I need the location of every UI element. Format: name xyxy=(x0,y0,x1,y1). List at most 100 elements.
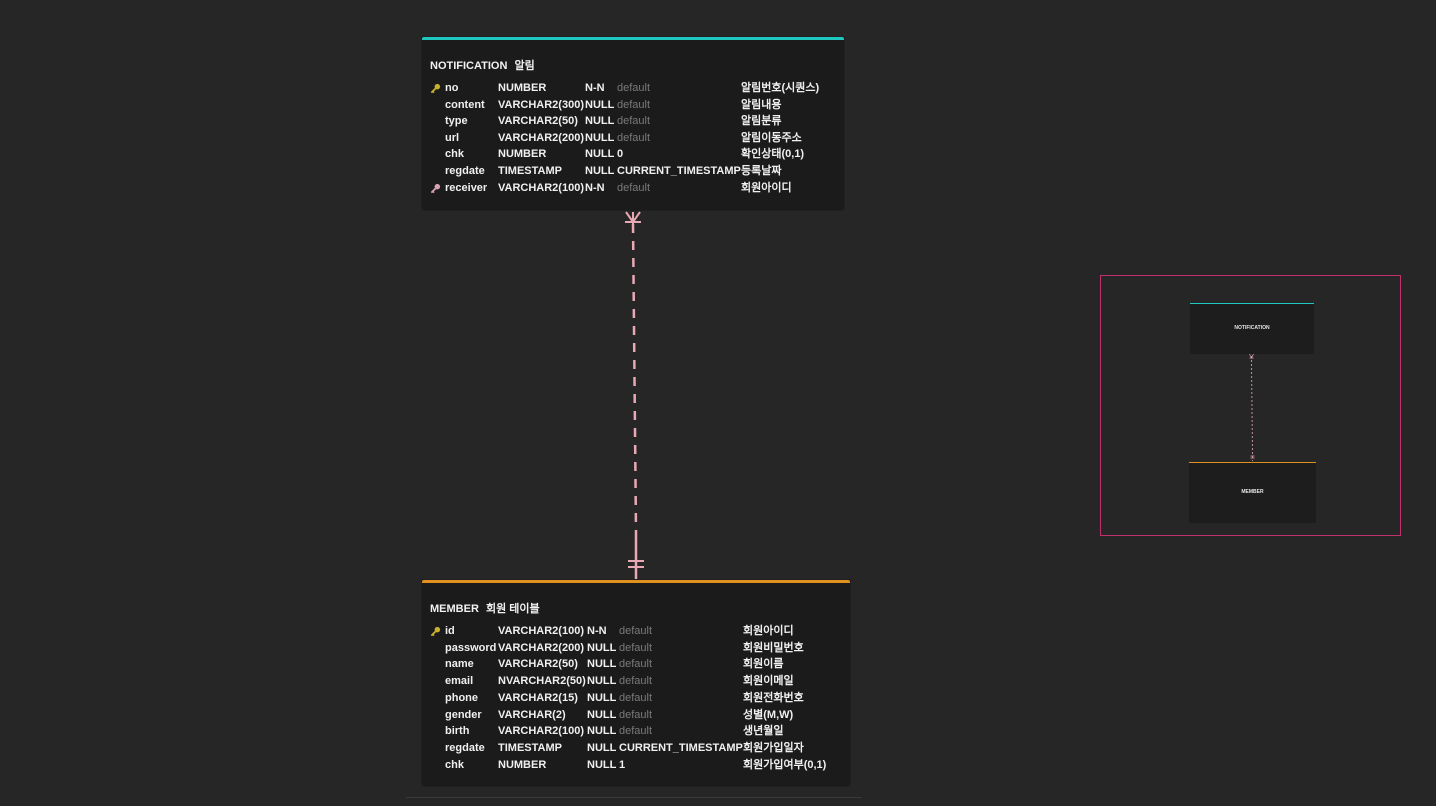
column-name: url xyxy=(445,131,460,144)
column-name: chk xyxy=(445,148,464,161)
column-comment: 알림번호(시퀀스) xyxy=(741,82,820,94)
minimap-table-notification[interactable]: NOTIFICATION xyxy=(1190,303,1314,354)
column-type: VARCHAR(2) xyxy=(498,708,566,721)
column-default: 0 xyxy=(617,148,624,161)
column-name: regdate xyxy=(445,165,485,177)
column-type: NUMBER xyxy=(498,82,547,94)
column-comment: 등록날짜 xyxy=(741,165,782,177)
column-comment: 회원아이디 xyxy=(743,625,794,637)
minimap-notification-label: NOTIFICATION xyxy=(1234,325,1270,331)
table-notification-comment: 알림 xyxy=(514,60,535,72)
notification-column-row[interactable]: no NUMBER N-N default 알림번호(시퀀스) xyxy=(422,81,844,95)
minimap-table-member[interactable]: MEMBER xyxy=(1189,462,1316,523)
column-default: CURRENT_TIMESTAMP xyxy=(617,165,741,177)
column-comment: 회원이메일 xyxy=(743,675,794,688)
column-default: default xyxy=(619,725,653,738)
column-nullable: NULL xyxy=(585,148,615,161)
table-member-comment: 회원 테이블 xyxy=(485,603,540,615)
column-nullable: NULL xyxy=(585,115,615,128)
column-default: default xyxy=(617,115,651,128)
column-comment: 회원이름 xyxy=(743,658,784,671)
column-name: id xyxy=(445,625,455,637)
column-name: email xyxy=(445,675,474,688)
column-default: default xyxy=(617,181,651,194)
column-nullable: NULL xyxy=(587,708,617,721)
column-name: no xyxy=(445,82,459,94)
column-nullable: NULL xyxy=(587,658,617,671)
minimap-member-accent-bar xyxy=(1189,462,1316,463)
relationship-dashed-line xyxy=(631,223,638,533)
table-member-accent-bar xyxy=(422,580,850,583)
column-comment: 알림분류 xyxy=(741,115,782,128)
column-type: VARCHAR2(300) xyxy=(498,98,584,111)
column-type: NVARCHAR2(50) xyxy=(498,675,586,688)
column-name: type xyxy=(445,115,468,128)
column-name: birth xyxy=(445,725,470,738)
column-default: default xyxy=(617,131,651,144)
column-type: VARCHAR2(100) xyxy=(498,181,584,194)
column-nullable: NULL xyxy=(585,98,615,111)
column-name: name xyxy=(445,658,474,671)
minimap-member-label: MEMBER xyxy=(1241,489,1264,495)
column-comment: 알림내용 xyxy=(741,98,782,111)
column-type: VARCHAR2(200) xyxy=(498,131,584,144)
table-notification-title[interactable]: NOTIFICATION 알림 xyxy=(430,57,535,73)
column-type: VARCHAR2(200) xyxy=(498,641,584,654)
column-type: NUMBER xyxy=(498,758,547,771)
column-nullable: NULL xyxy=(587,758,617,771)
column-comment: 회원아이디 xyxy=(741,181,792,194)
column-default: default xyxy=(619,658,653,671)
column-nullable: NULL xyxy=(585,165,615,177)
column-type: VARCHAR2(100) xyxy=(498,625,584,637)
column-type: VARCHAR2(15) xyxy=(498,691,578,704)
column-comment: 알림이동주소 xyxy=(741,131,802,144)
column-type: VARCHAR2(100) xyxy=(498,725,584,738)
column-comment: 회원가입여부(0,1) xyxy=(743,758,827,771)
canvas-bottom-edge xyxy=(406,797,862,798)
column-name: gender xyxy=(445,708,482,721)
table-notification-accent-bar xyxy=(422,37,844,40)
column-default: default xyxy=(617,98,651,111)
column-nullable: N-N xyxy=(585,82,605,94)
primary-key-icon xyxy=(430,83,442,95)
column-type: TIMESTAMP xyxy=(498,741,562,754)
column-default: default xyxy=(619,691,653,704)
column-default: CURRENT_TIMESTAMP xyxy=(619,741,743,754)
column-name: password xyxy=(445,641,497,654)
minimap[interactable]: NOTIFICATION MEMBER xyxy=(1100,275,1401,536)
column-comment: 생년월일 xyxy=(743,725,784,738)
column-name: chk xyxy=(445,758,464,771)
column-nullable: NULL xyxy=(587,641,617,654)
column-default: default xyxy=(619,708,653,721)
column-name: content xyxy=(445,98,485,111)
column-nullable: NULL xyxy=(587,691,617,704)
column-comment: 회원비밀번호 xyxy=(743,641,804,654)
table-member-name: MEMBER xyxy=(430,603,479,615)
column-type: NUMBER xyxy=(498,148,547,161)
column-default: default xyxy=(617,82,651,94)
column-name: receiver xyxy=(445,181,488,194)
column-comment: 확인상태(0,1) xyxy=(741,148,805,161)
primary-key-icon xyxy=(430,626,442,638)
table-notification-name: NOTIFICATION xyxy=(430,60,508,72)
column-type: TIMESTAMP xyxy=(498,165,562,177)
table-member-title[interactable]: MEMBER 회원 테이블 xyxy=(430,600,540,616)
